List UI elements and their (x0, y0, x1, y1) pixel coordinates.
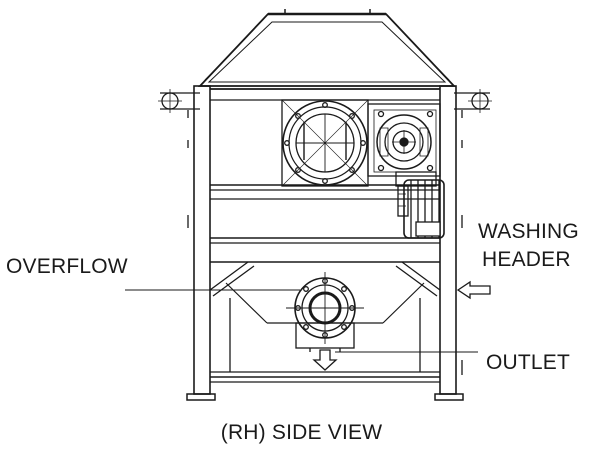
frame-posts (186, 85, 464, 401)
washing-arrow-icon (456, 280, 491, 300)
outlet-arrow-icon (312, 349, 338, 371)
rotary-valve (281, 99, 369, 187)
lifting-lug-right (454, 89, 492, 113)
outlet-label: OUTLET (486, 351, 571, 374)
overflow-label: OVERFLOW (6, 255, 128, 278)
gearbox (367, 103, 441, 187)
view-caption: (RH) SIDE VIEW (220, 421, 383, 444)
lower-hopper (209, 261, 441, 372)
washing-header-label-line2: HEADER (482, 248, 571, 271)
motor (397, 179, 445, 239)
outlet-flange (286, 272, 364, 352)
top-hood (197, 9, 457, 87)
washing-header-label-line1: WASHING (478, 220, 579, 243)
